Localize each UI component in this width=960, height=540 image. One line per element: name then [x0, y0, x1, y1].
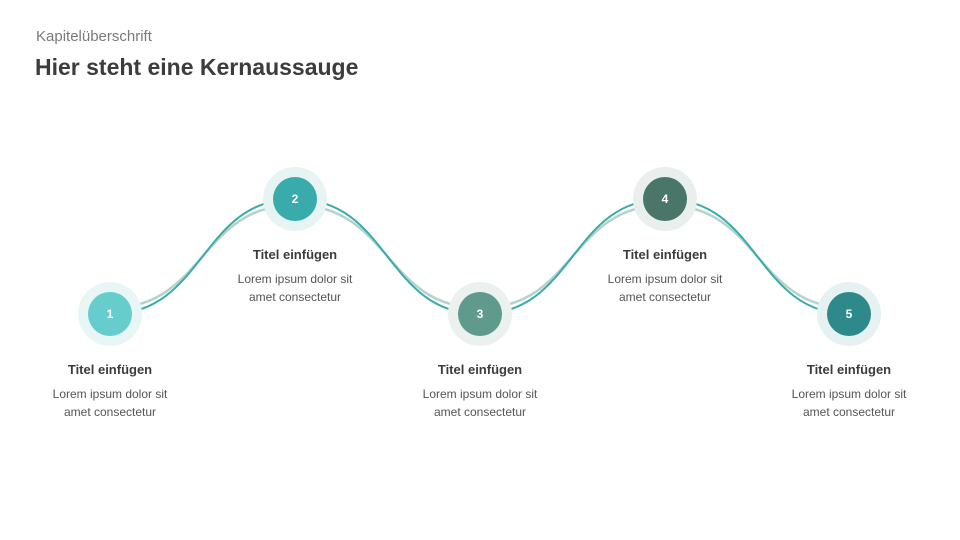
step-4-marker: 4: [643, 177, 687, 221]
step-description: Lorem ipsum dolor sit amet consectetur: [205, 270, 385, 306]
step-5-marker: 5: [827, 292, 871, 336]
step-2-marker: 2: [273, 177, 317, 221]
step-description-line1: Lorem ipsum dolor sit: [237, 272, 353, 286]
step-1-text: Titel einfügen Lorem ipsum dolor sit amet…: [20, 362, 200, 421]
step-description-line1: Lorem ipsum dolor sit: [422, 387, 538, 401]
step-2-text: Titel einfügen Lorem ipsum dolor sit amet…: [205, 247, 385, 306]
page-title: Hier steht eine Kernaussauge: [35, 54, 359, 80]
step-description: Lorem ipsum dolor sit amet consectetur: [390, 385, 570, 421]
step-title: Titel einfügen: [67, 362, 153, 377]
step-3-marker: 3: [458, 292, 502, 336]
step-description-line2: amet consectetur: [802, 405, 896, 419]
step-3-text: Titel einfügen Lorem ipsum dolor sit amet…: [390, 362, 570, 421]
step-description: Lorem ipsum dolor sit amet consectetur: [759, 385, 939, 421]
step-description-line2: amet consectetur: [433, 405, 527, 419]
step-1-marker: 1: [88, 292, 132, 336]
step-title: Titel einfügen: [437, 362, 523, 377]
step-description-line2: amet consectetur: [63, 405, 157, 419]
step-description-line2: amet consectetur: [618, 290, 712, 304]
step-4-text: Titel einfügen Lorem ipsum dolor sit amet…: [575, 247, 755, 306]
step-title: Titel einfügen: [806, 362, 892, 377]
step-description: Lorem ipsum dolor sit amet consectetur: [575, 270, 755, 306]
step-description-line1: Lorem ipsum dolor sit: [791, 387, 907, 401]
step-description-line2: amet consectetur: [248, 290, 342, 304]
step-title: Titel einfügen: [622, 247, 708, 262]
step-description-line1: Lorem ipsum dolor sit: [52, 387, 168, 401]
step-description-line1: Lorem ipsum dolor sit: [607, 272, 723, 286]
step-title: Titel einfügen: [252, 247, 338, 262]
step-description: Lorem ipsum dolor sit amet consectetur: [20, 385, 200, 421]
chapter-heading: Kapitelüberschrift: [36, 28, 152, 45]
step-5-text: Titel einfügen Lorem ipsum dolor sit amet…: [759, 362, 939, 421]
